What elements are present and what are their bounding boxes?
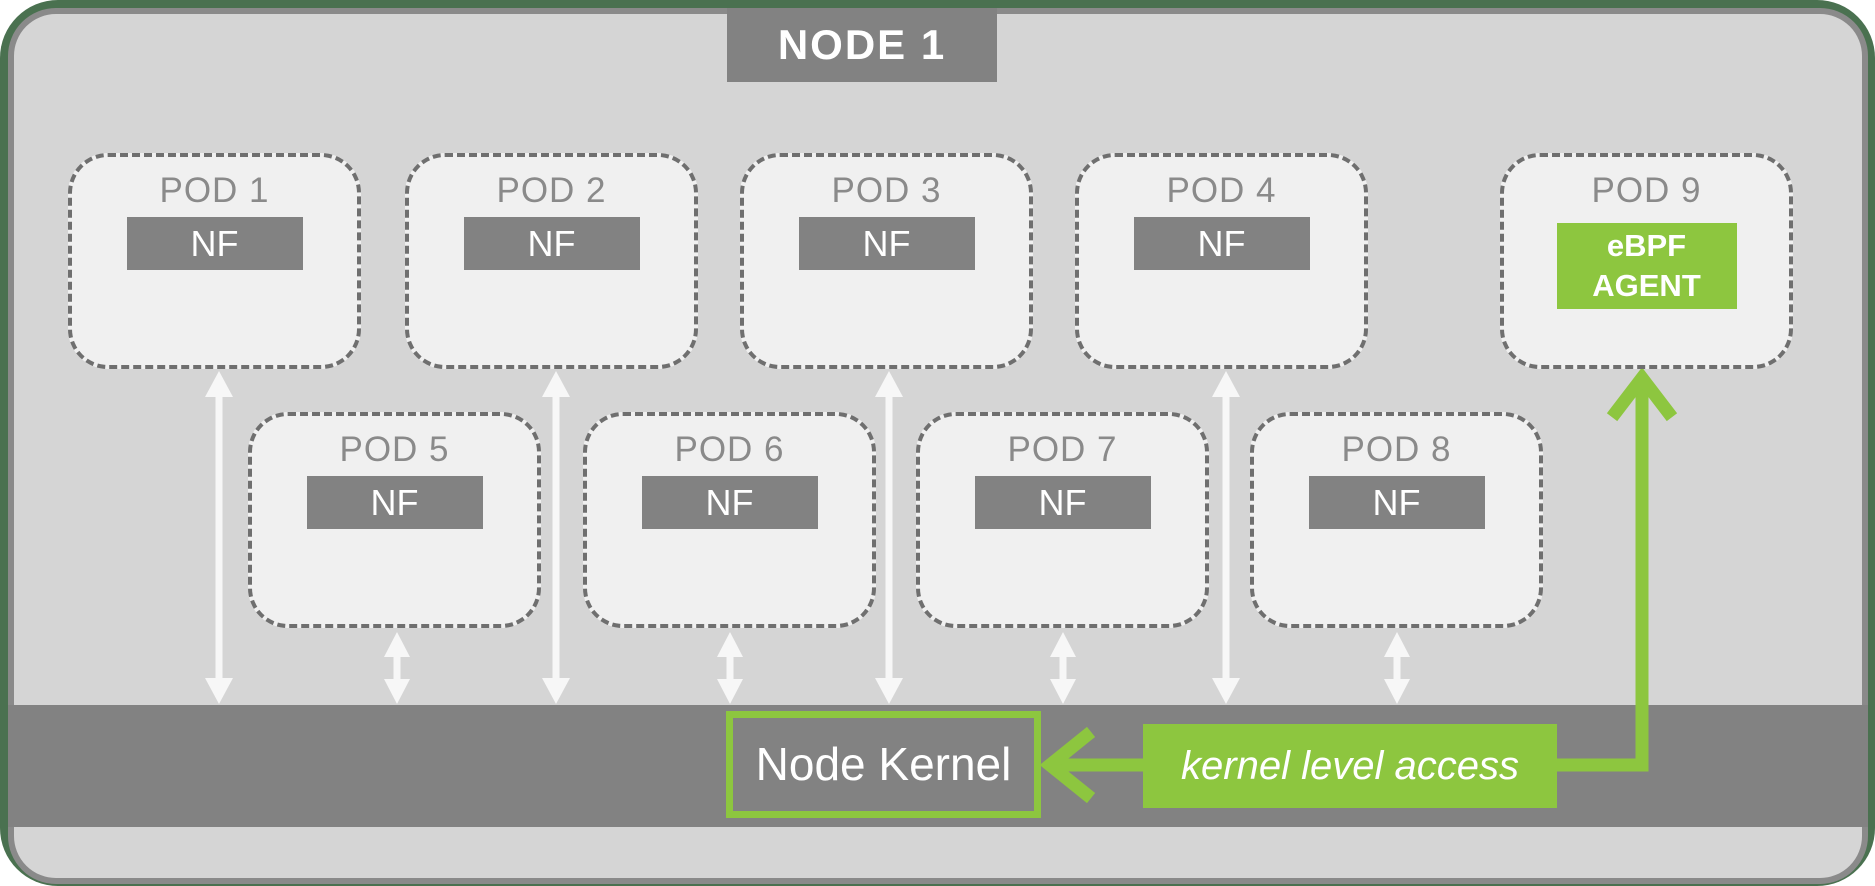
pod-5-label: POD 5 xyxy=(339,430,450,469)
pod-2: POD 2 NF xyxy=(405,153,698,369)
pod-7-label: POD 7 xyxy=(1007,430,1118,469)
ebpf-agent-chip: eBPF AGENT xyxy=(1556,223,1737,309)
pod-2-label: POD 2 xyxy=(496,171,607,210)
pod-1-nf-chip: NF xyxy=(126,217,303,270)
pod-5: POD 5 NF xyxy=(248,412,541,628)
pod-5-nf-chip: NF xyxy=(306,476,483,529)
pod-3: POD 3 NF xyxy=(740,153,1033,369)
pod-7-nf-chip: NF xyxy=(974,476,1151,529)
pod-4: POD 4 NF xyxy=(1075,153,1368,369)
pod-4-nf-chip: NF xyxy=(1133,217,1310,270)
pod-9: POD 9 eBPF AGENT xyxy=(1500,153,1793,369)
node-kernel-box: Node Kernel xyxy=(726,711,1041,818)
pod-2-nf-chip: NF xyxy=(463,217,640,270)
pod-7: POD 7 NF xyxy=(916,412,1209,628)
pod-8: POD 8 NF xyxy=(1250,412,1543,628)
pod-6-label: POD 6 xyxy=(674,430,785,469)
pod-3-nf-chip: NF xyxy=(798,217,975,270)
pod-8-label: POD 8 xyxy=(1341,430,1452,469)
node-title: NODE 1 xyxy=(727,8,997,82)
pod-1-label: POD 1 xyxy=(159,171,270,210)
pod-6-nf-chip: NF xyxy=(641,476,818,529)
pod-1: POD 1 NF xyxy=(68,153,361,369)
pod-4-label: POD 4 xyxy=(1166,171,1277,210)
pod-8-nf-chip: NF xyxy=(1308,476,1485,529)
pod-3-label: POD 3 xyxy=(831,171,942,210)
pod-6: POD 6 NF xyxy=(583,412,876,628)
pod-9-label: POD 9 xyxy=(1591,171,1702,210)
kernel-access-label: kernel level access xyxy=(1143,724,1557,808)
